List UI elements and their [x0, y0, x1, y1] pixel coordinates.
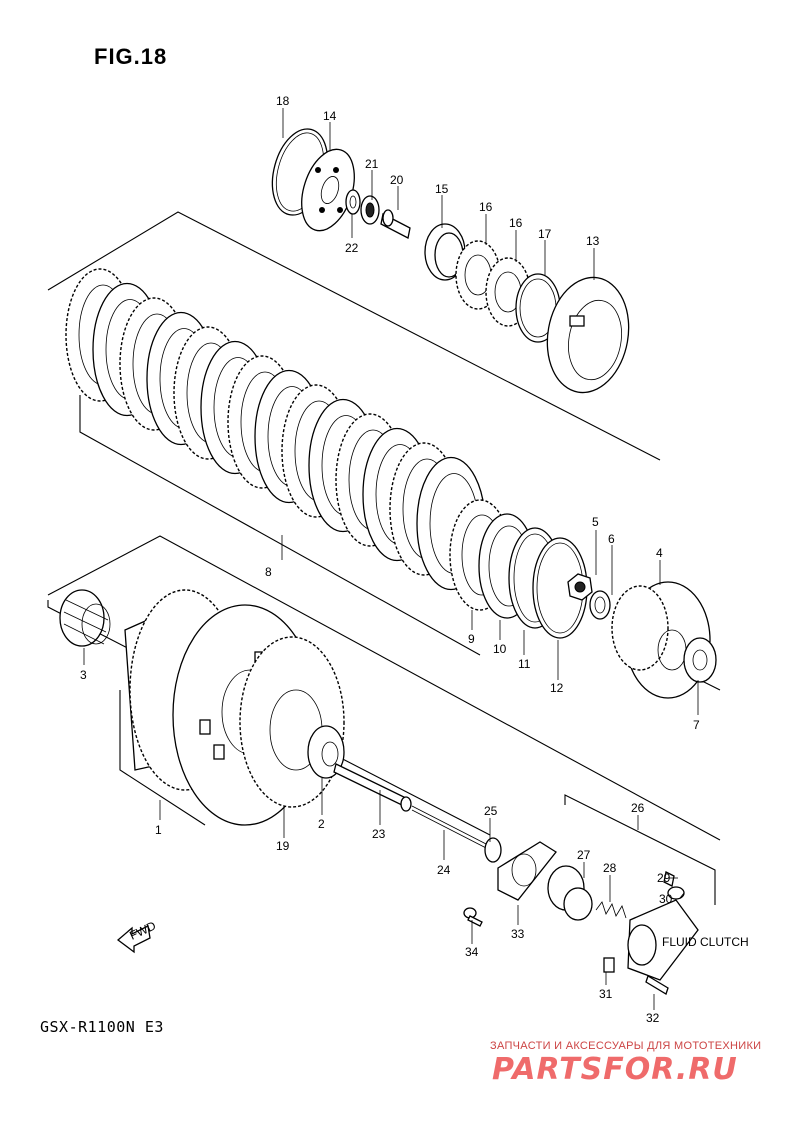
- part-number-labels: 18 14 21 20 22 15 16 16 17 13 8 9 10 11 …: [80, 94, 700, 1025]
- label-4: 4: [656, 546, 663, 560]
- label-16b: 16: [509, 216, 523, 230]
- label-26: 26: [631, 801, 645, 815]
- label-29: 29: [657, 871, 671, 885]
- label-5: 5: [592, 515, 599, 529]
- label-6: 6: [608, 532, 615, 546]
- part-28-spring: [595, 901, 627, 919]
- part-5-nut: [567, 573, 593, 601]
- label-22: 22: [345, 241, 359, 255]
- label-15: 15: [435, 182, 449, 196]
- label-1: 1: [155, 823, 162, 837]
- label-20: 20: [390, 173, 404, 187]
- part-32-bolt: [645, 975, 669, 995]
- label-14: 14: [323, 109, 337, 123]
- figure-title: FIG.18: [94, 44, 168, 69]
- part-24-push-rod: [411, 805, 491, 851]
- part-31-pin: [603, 957, 615, 973]
- label-32: 32: [646, 1011, 660, 1025]
- label-23: 23: [372, 827, 386, 841]
- label-16a: 16: [479, 200, 493, 214]
- label-25: 25: [484, 804, 498, 818]
- label-3: 3: [80, 668, 87, 682]
- part-33-gasket: [497, 841, 557, 901]
- cylinder-label: FLUID CLUTCH: [662, 935, 749, 949]
- part-13-plate: [546, 276, 630, 394]
- label-9: 9: [468, 632, 475, 646]
- label-27: 27: [577, 848, 591, 862]
- part-2-spacer: [307, 725, 345, 779]
- label-8: 8: [265, 565, 272, 579]
- group-outline-cylinder: [564, 794, 716, 905]
- label-28: 28: [603, 861, 617, 875]
- label-30: 30: [659, 892, 673, 906]
- label-19: 19: [276, 839, 290, 853]
- group-outline-plates: [47, 395, 721, 841]
- fwd-arrow-icon: FWD: [116, 918, 158, 954]
- label-7: 7: [693, 718, 700, 732]
- label-2: 2: [318, 817, 325, 831]
- model-code: GSX-R1100N E3: [40, 1018, 164, 1036]
- watermark-logo: PARTSFOR.RU: [492, 1052, 738, 1087]
- part-29-bleeder: [663, 871, 675, 887]
- label-11: 11: [518, 657, 531, 671]
- label-13: 13: [586, 234, 600, 248]
- label-17: 17: [538, 227, 552, 241]
- label-34: 34: [465, 945, 479, 959]
- part-34-bolt: [463, 907, 483, 927]
- part-6-washer: [589, 590, 611, 620]
- part-21-bearing: [360, 195, 380, 225]
- label-33: 33: [511, 927, 525, 941]
- part-20-pin: [380, 209, 411, 239]
- part-8-plate-stack: [65, 268, 486, 591]
- part-25-seal: [484, 837, 502, 863]
- part-22-washer: [345, 189, 361, 215]
- group-outline-pressure-plate: [47, 211, 661, 461]
- part-19-gear: [239, 636, 345, 808]
- part-3-needle-bearing: [59, 589, 111, 647]
- leader-lines: [83, 108, 699, 1010]
- part-23-push-rod: [333, 763, 412, 812]
- label-18: 18: [276, 94, 290, 108]
- part-26-slave-cylinder: FLUID CLUTCH: [627, 899, 749, 981]
- part-7-washer: [683, 637, 717, 683]
- label-24: 24: [437, 863, 451, 877]
- part-27-piston: [547, 865, 593, 921]
- label-21: 21: [365, 157, 379, 171]
- label-10: 10: [493, 642, 507, 656]
- label-12: 12: [550, 681, 564, 695]
- watermark-tagline: ЗАПЧАСТИ И АКСЕССУАРЫ ДЛЯ МОТОТЕХНИКИ: [490, 1040, 762, 1052]
- label-31: 31: [599, 987, 613, 1001]
